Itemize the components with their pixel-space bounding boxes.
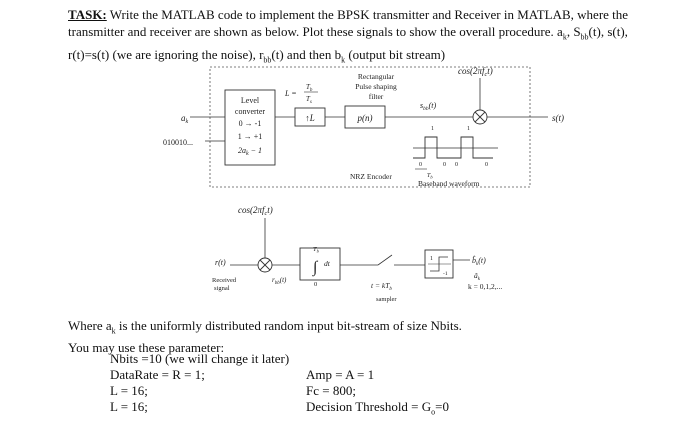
sampler-switch-icon <box>377 254 393 266</box>
task-text-b: , S <box>566 24 581 39</box>
nrz-encoder-label: NRZ Encoder <box>350 172 392 181</box>
level-map-0: 0 → -1 <box>239 119 262 128</box>
pulse-label-1: Rectangular <box>358 72 395 81</box>
sbb-label: sbb(t) <box>420 101 437 112</box>
level-formula: 2ak − 1 <box>238 146 262 157</box>
wave-tb-label: Tb <box>427 173 433 180</box>
level-converter-title: Level <box>241 96 260 105</box>
integral-icon: ∫ <box>312 259 319 277</box>
task-text-a: Write the MATLAB code to implement the B… <box>68 7 629 39</box>
integrator-block <box>299 247 341 281</box>
bhat-label: b̂k(t) <box>472 254 486 267</box>
param-l2: L = 16; <box>110 399 148 414</box>
integrator-dt: dt <box>324 259 331 268</box>
tx-mixer-cross-b <box>474 111 486 123</box>
sampler-eq: t = kTb <box>371 281 392 292</box>
task-heading: TASK: <box>68 7 107 22</box>
wave-tick-5: 0 <box>485 162 488 168</box>
upsample-den: Ts <box>306 95 312 105</box>
level-converter-block <box>224 89 276 166</box>
level-converter-title-2: converter <box>235 107 266 116</box>
tx-output-label: s(t) <box>552 113 564 123</box>
wave-tick-1: 1 <box>431 126 434 132</box>
upsampler-label: ↑L <box>305 113 315 123</box>
task-text-c: (t), s(t), r(t)=s(t) (we are ignoring th… <box>68 24 628 62</box>
task-sub-bb: bb <box>580 32 589 42</box>
param-amp: Amp = A = 1 <box>306 367 375 382</box>
wave-tick-3: 0 <box>455 162 458 168</box>
pulse-filter-label: p(n) <box>357 113 373 123</box>
task-text-e: (output bit stream) <box>345 46 446 62</box>
rx-carrier-label: cos(2πfct) <box>238 205 273 217</box>
decision-lo: -1 <box>443 271 448 277</box>
bottom-text: Where ak is the uniformly distributed ra… <box>68 318 462 356</box>
task-description: TASK: Write the MATLAB code to implement… <box>68 6 668 68</box>
bottom-line-1: Where ak is the uniformly distributed ra… <box>68 318 462 336</box>
wave-tick-4: 1 <box>467 126 470 132</box>
baseband-label: Baseband waveform <box>418 179 480 188</box>
task-sub-k-2: k <box>341 55 346 65</box>
pulse-label-3: filter <box>369 92 384 101</box>
tx-carrier-label: cos(2πfct) <box>458 66 493 78</box>
integrator-upper: Tb <box>313 246 320 254</box>
tx-ak-label: ak <box>181 113 189 125</box>
bottom-line-2: You may use these parameter: <box>68 339 225 355</box>
wave-tick-0: 0 <box>419 162 422 168</box>
rx-received-label-2: signal <box>214 285 230 292</box>
task-sub-bb-2: bb <box>263 55 272 65</box>
task-text-d: (t) and then b <box>271 46 342 62</box>
rx-rbb-label: rbb(t) <box>272 276 287 286</box>
sampler-label: sampler <box>376 296 397 303</box>
ahat-label: âk <box>474 271 481 282</box>
rx-mixer-cross-b <box>259 259 271 271</box>
param-nbits: Nbits =10 (we will change it later) <box>110 351 290 366</box>
param-l1: L = 16; <box>110 383 148 398</box>
pulse-label-2: Pulse shaping <box>355 82 397 91</box>
k-values-label: k = 0,1,2,... <box>468 282 502 291</box>
rx-rt-label: r(t) <box>215 258 226 267</box>
decision-hi: 1 <box>430 256 433 262</box>
upsample-eq: L = <box>284 89 297 98</box>
rx-received-label-1: Received <box>212 277 237 284</box>
param-threshold: Decision Threshold = Go=0 <box>306 399 450 417</box>
baseband-waveform <box>413 136 493 159</box>
upsample-num: Tb <box>306 83 313 93</box>
param-datarate: DataRate = R = 1; <box>110 367 205 382</box>
transmitter-dashed-boundary <box>209 66 531 188</box>
task-sub-k: k <box>562 32 567 42</box>
tx-input-bits: 010010... <box>163 138 193 147</box>
wave-tick-2: 0 <box>443 162 446 168</box>
level-map-1: 1 → +1 <box>238 132 263 141</box>
integrator-lower: 0 <box>314 281 317 288</box>
param-fc: Fc = 800; <box>306 383 356 398</box>
